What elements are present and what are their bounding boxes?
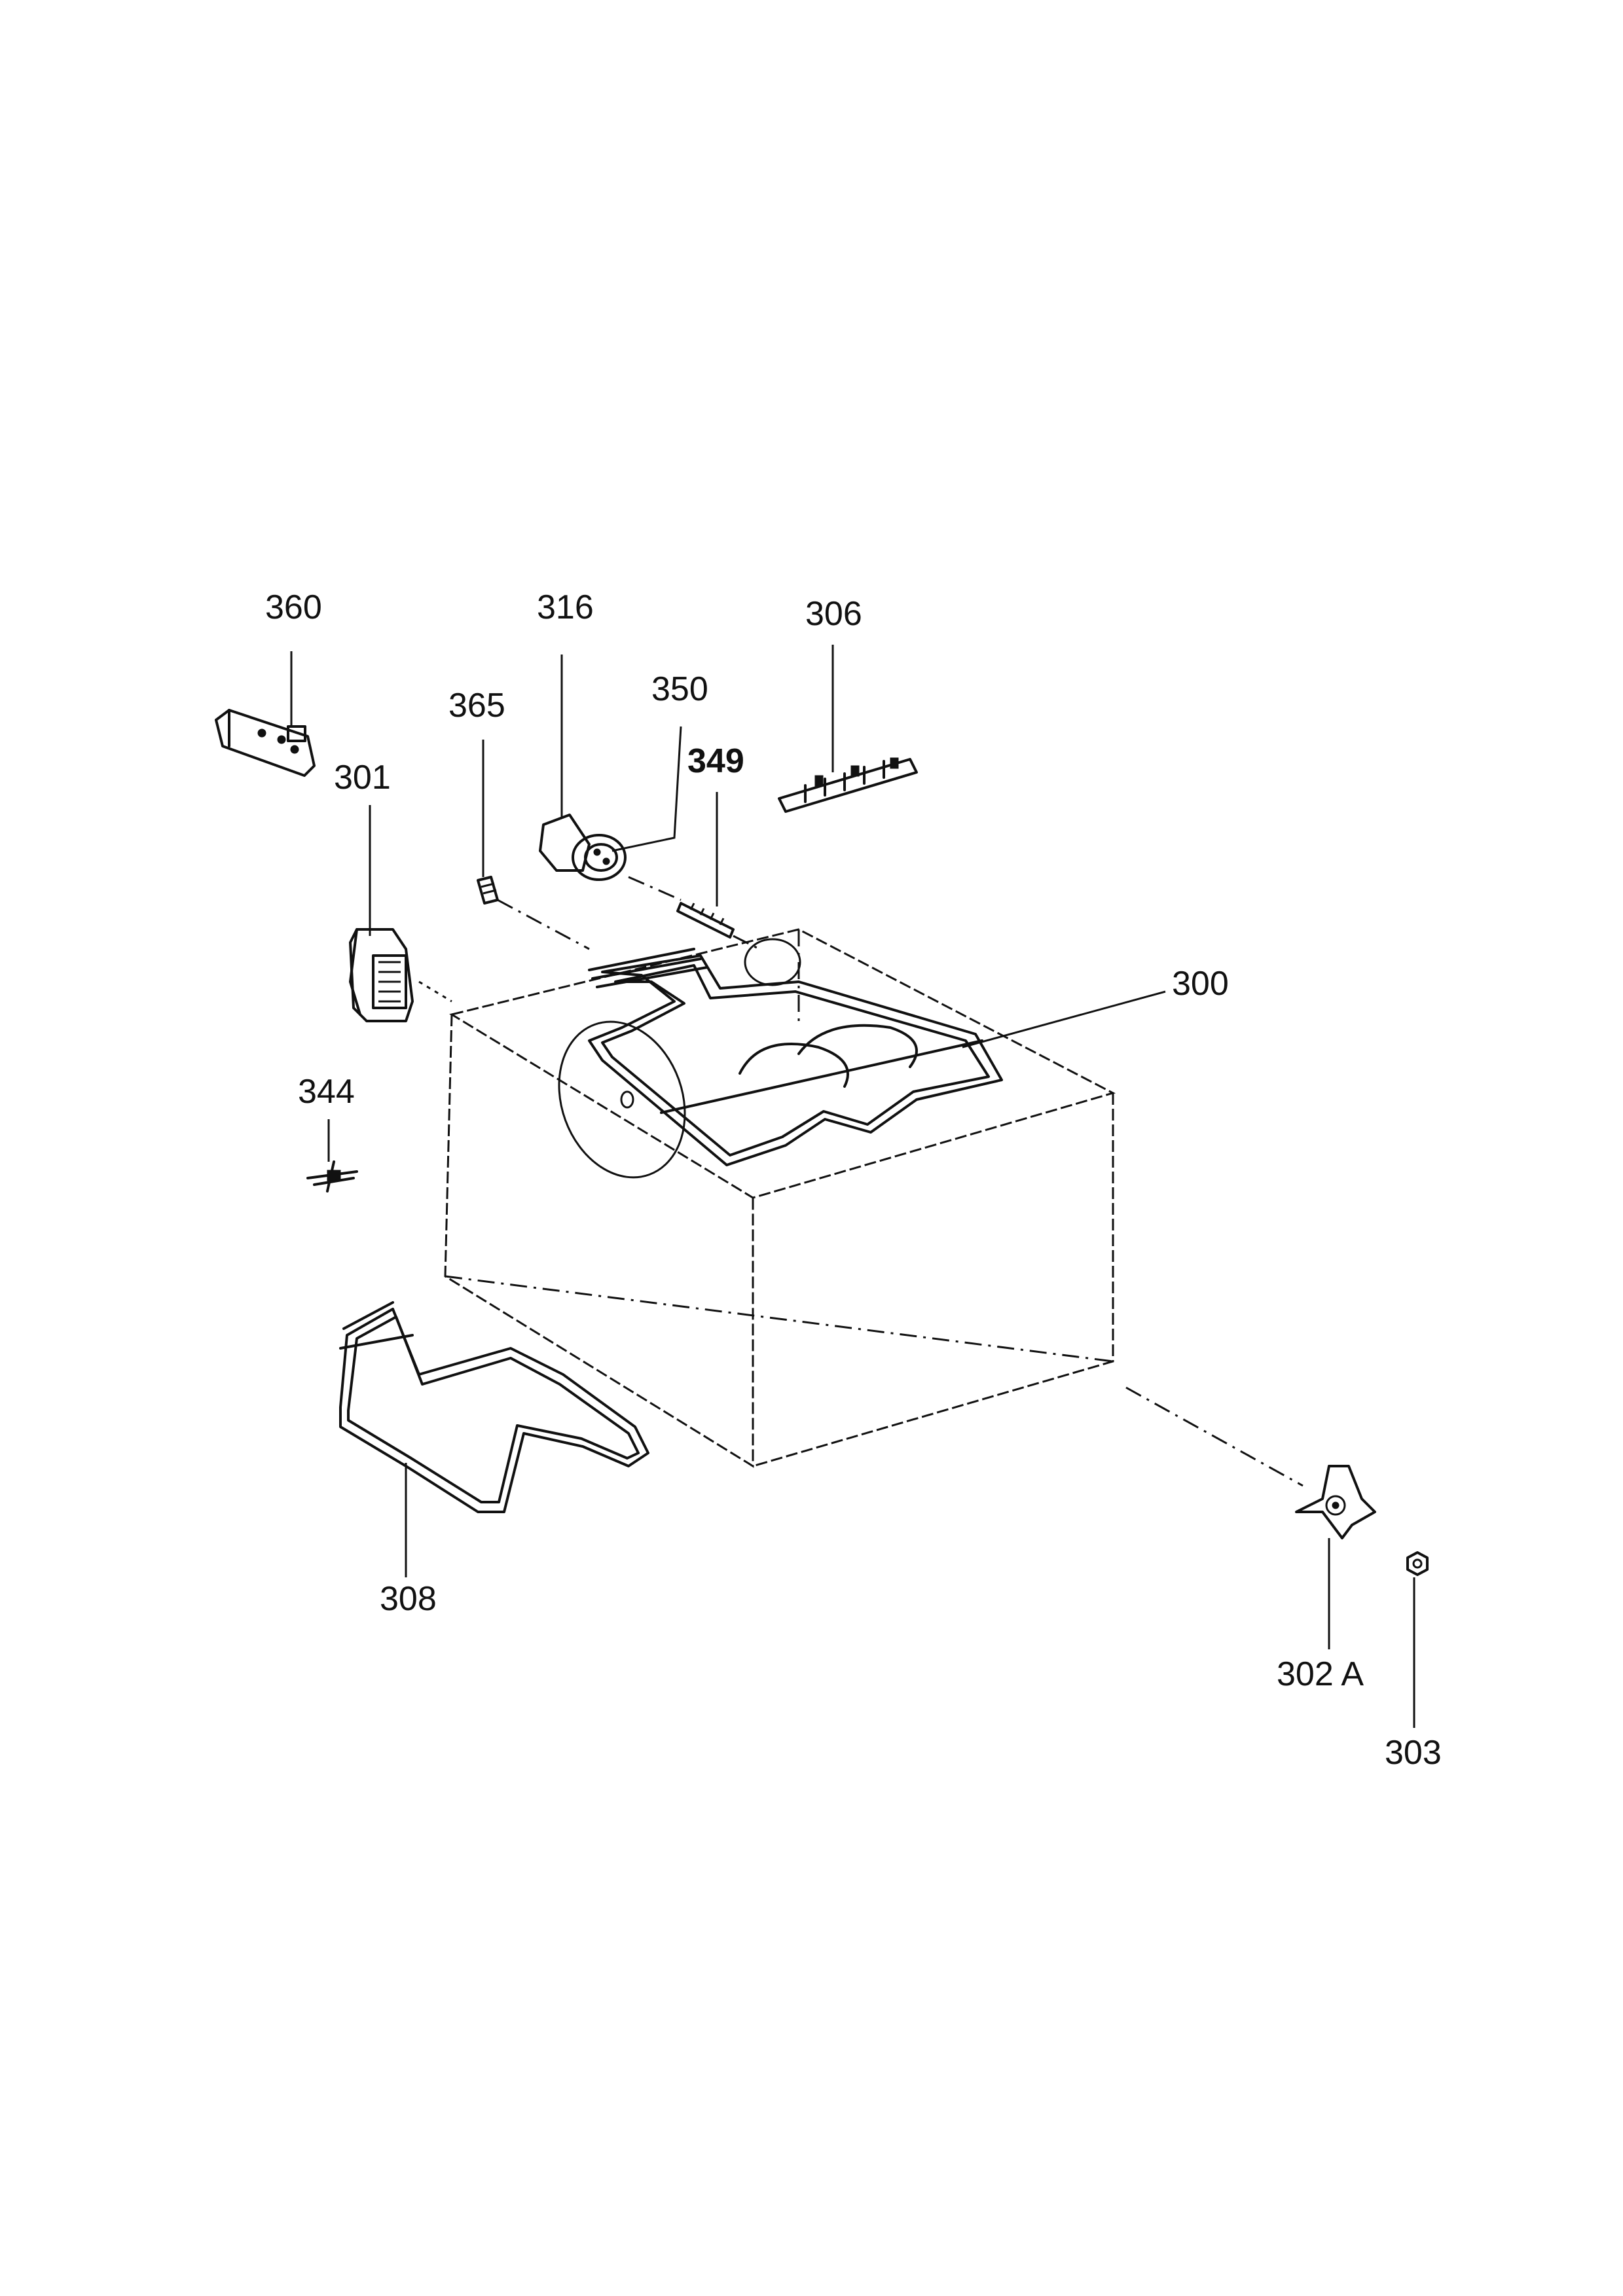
label-308: 308: [380, 1580, 437, 1618]
grill-heating-element: [588, 948, 1003, 1166]
part-labels: 360 301 344 365 316 350 349 306 300 308 …: [265, 588, 1442, 1772]
part-316-switch: [539, 814, 682, 901]
part-306-terminal-block: [778, 757, 918, 813]
label-349: 349: [687, 742, 744, 780]
oven-cavity-300: [444, 928, 1116, 1468]
label-365: 365: [448, 687, 505, 725]
part-360-terminal-bracket: [215, 709, 316, 777]
label-301: 301: [334, 759, 391, 797]
part-349-probe: [676, 902, 760, 950]
label-302a: 302 A: [1277, 1655, 1364, 1693]
label-303: 303: [1385, 1734, 1442, 1772]
label-300: 300: [1172, 965, 1229, 1003]
part-301-fan-motor: [349, 928, 452, 1022]
part-302a-fan-blade: [1125, 1386, 1376, 1539]
label-350: 350: [651, 670, 708, 708]
label-306: 306: [805, 595, 862, 633]
part-303-nut: [1406, 1551, 1429, 1576]
part-344-clip: [306, 1160, 358, 1193]
part-365-plug: [477, 876, 590, 950]
label-316: 316: [537, 588, 594, 626]
label-344: 344: [298, 1073, 355, 1111]
label-360: 360: [265, 588, 322, 626]
bottom-heating-element: [339, 1301, 649, 1513]
leader-lines: [290, 645, 1415, 1728]
